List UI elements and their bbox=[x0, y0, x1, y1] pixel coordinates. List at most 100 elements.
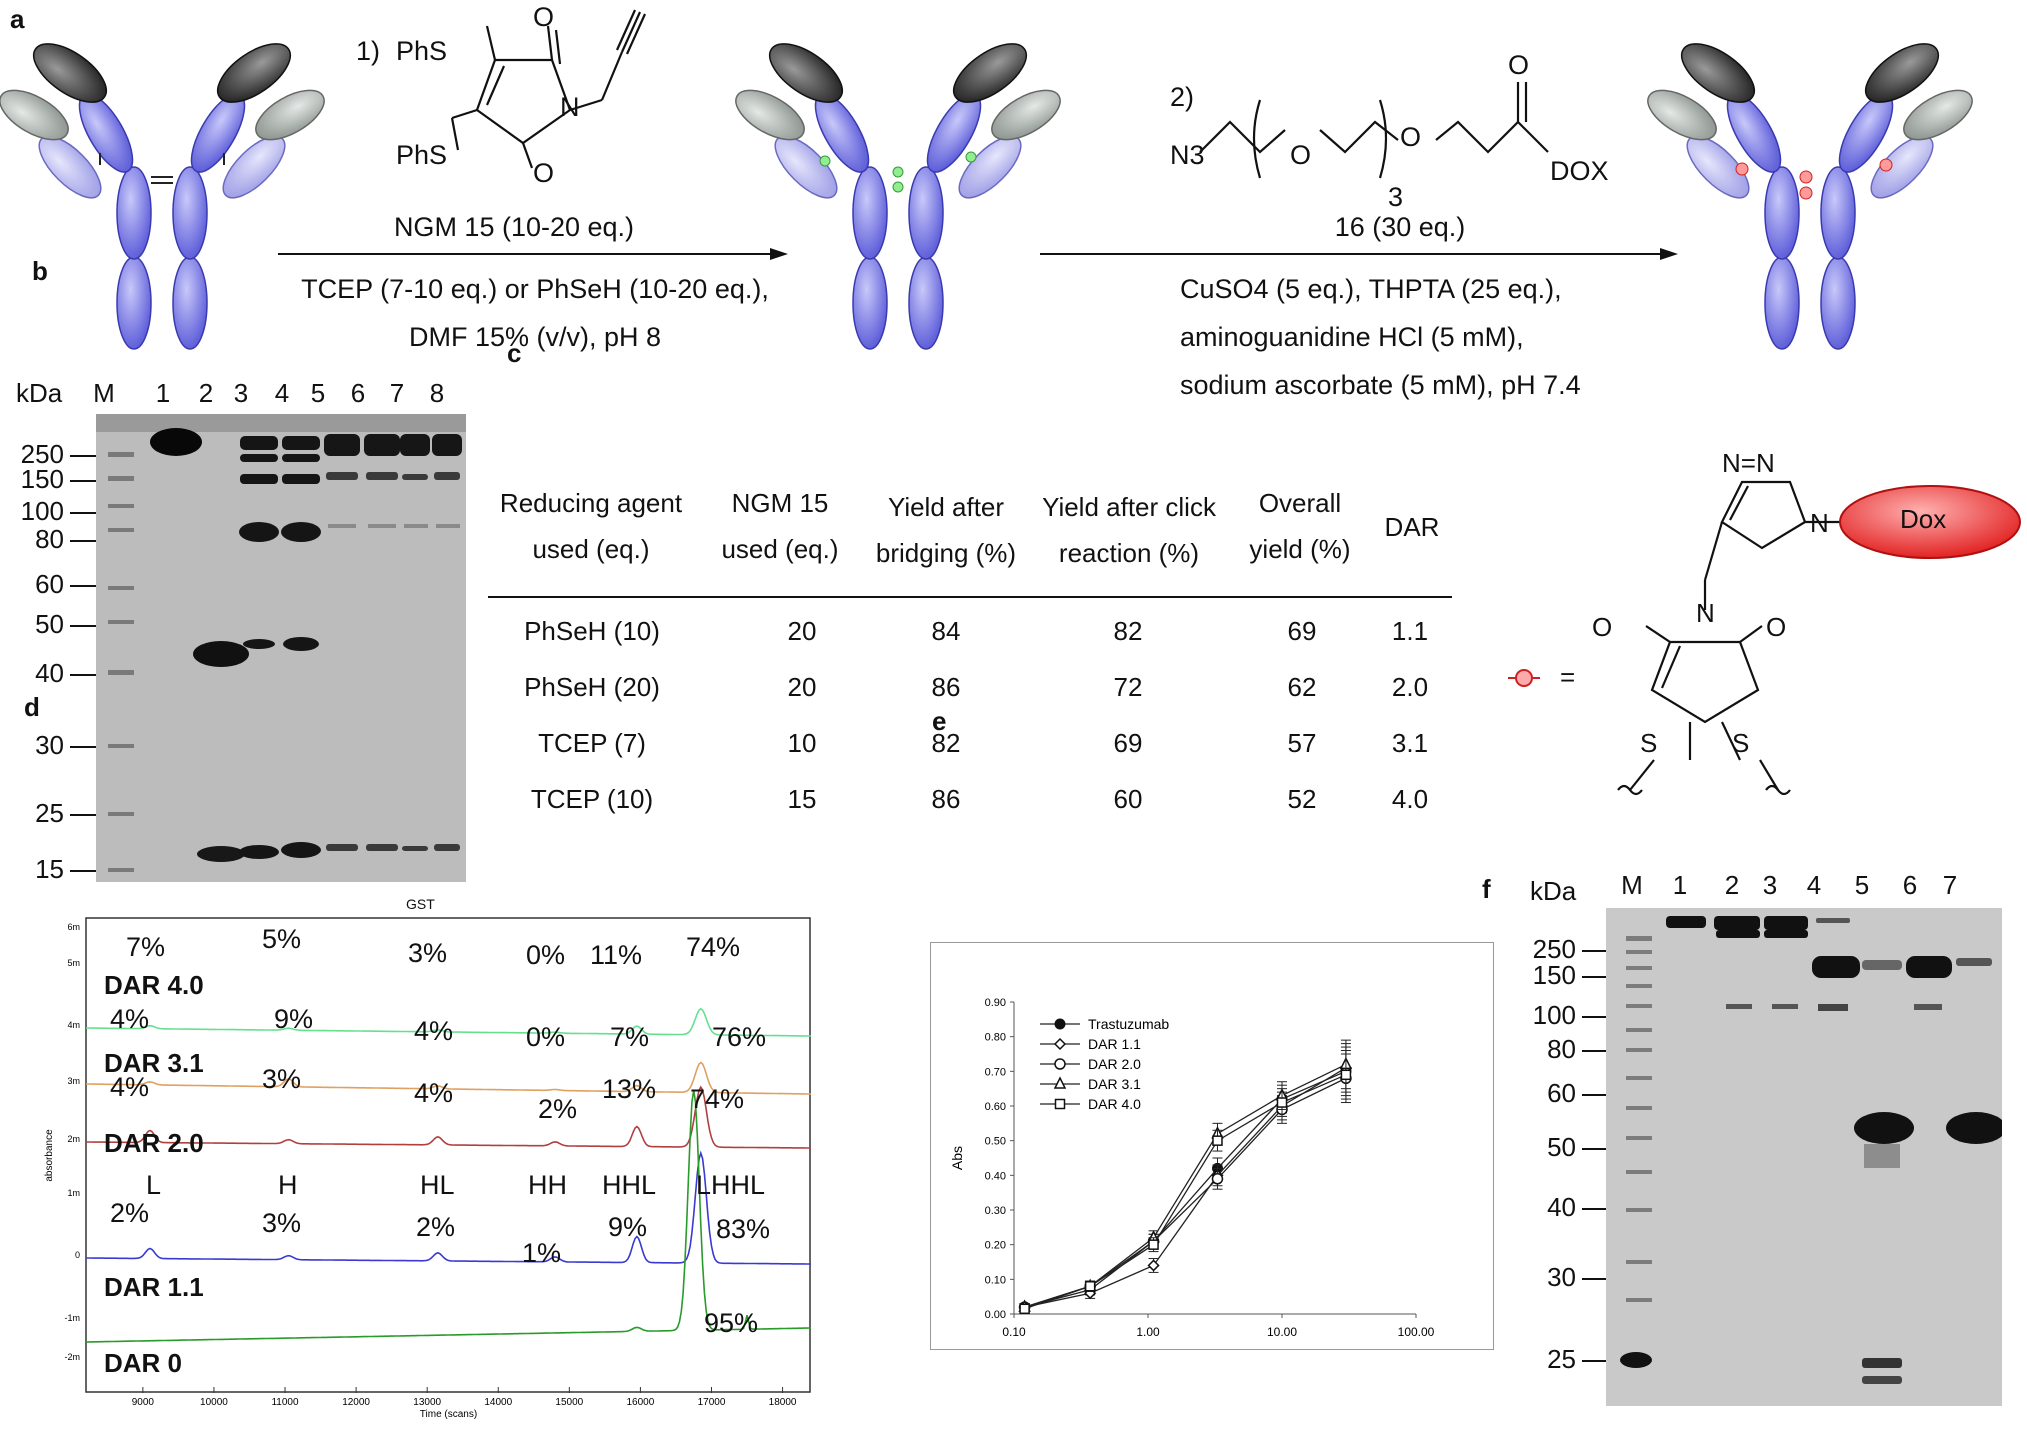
elisa-legend-marker bbox=[1053, 1037, 1067, 1051]
table-cell-r2-c1: 10 bbox=[787, 728, 817, 758]
table-cell-r1-c0: PhSeH (20) bbox=[524, 672, 660, 702]
gel-b-marker-tick bbox=[70, 674, 96, 676]
gel-f-marker-tick bbox=[1582, 1050, 1606, 1052]
hic-percent-label: 7% bbox=[610, 1022, 650, 1052]
table-cell-r3-c2: 86 bbox=[931, 784, 961, 814]
gel-b-image bbox=[96, 414, 466, 882]
gel-b-unit: kDa bbox=[16, 378, 63, 408]
elisa-x-tick-label: 1.00 bbox=[1136, 1325, 1160, 1339]
ngm-carbonyl-o-top: O bbox=[533, 2, 555, 32]
table-cell-r0-c1: 20 bbox=[787, 616, 817, 646]
azide-label: N3 bbox=[1170, 140, 1205, 170]
table-cell-r3-c4: 52 bbox=[1287, 784, 1317, 814]
hic-y-tick-label: 1m bbox=[67, 1188, 80, 1198]
gel-b-lane-M: M bbox=[93, 378, 115, 408]
elisa-x-tick-label: 10.00 bbox=[1267, 1325, 1297, 1339]
gel-f-marker-tick bbox=[1582, 1148, 1606, 1150]
sulfur-left: S bbox=[1640, 728, 1658, 758]
hic-percent-label: 3% bbox=[262, 1208, 302, 1238]
table-header-yield-click: Yield after click reaction (%) bbox=[1042, 492, 1216, 568]
gel-f-lane-1: 1 bbox=[1672, 870, 1688, 900]
gel-b-marker-60: 60 bbox=[35, 569, 64, 599]
gel-b-lane-8: 8 bbox=[429, 378, 445, 408]
elisa-y-tick-label: 0.20 bbox=[985, 1240, 1006, 1252]
gel-b-marker-15: 15 bbox=[35, 854, 64, 884]
elisa-point bbox=[1212, 1135, 1223, 1146]
hic-y-tick-label: 3m bbox=[67, 1076, 80, 1086]
step2-conditions-line2: aminoguanidine HCl (5 mM), bbox=[1180, 322, 1524, 352]
elisa-legend-marker bbox=[1054, 1058, 1066, 1070]
table-cell-r1-c2: 86 bbox=[931, 672, 961, 702]
elisa-line-trastuzumab bbox=[1024, 1070, 1347, 1308]
gel-f-marker-250: 250 bbox=[1532, 934, 1576, 964]
hic-y-tick-label: 6m bbox=[67, 922, 80, 932]
hic-percent-label: 1% bbox=[522, 1238, 562, 1268]
gel-f-lane-4: 4 bbox=[1806, 870, 1822, 900]
ngm-15-reagent-line: NGM 15 (10-20 eq.) bbox=[393, 212, 635, 242]
gel-b-marker-tick bbox=[70, 814, 96, 816]
table-cell-r0-c2: 84 bbox=[931, 616, 961, 646]
gel-b-marker-40: 40 bbox=[35, 658, 64, 688]
hic-x-tick-label: 17000 bbox=[698, 1397, 726, 1408]
table-cell-r3-c5: 4.0 bbox=[1391, 784, 1429, 814]
hic-percent-label: 3% bbox=[408, 938, 448, 968]
hic-x-tick-label: 10000 bbox=[200, 1397, 228, 1408]
ngm-15-structure bbox=[451, 9, 647, 169]
hic-x-tick-label: 14000 bbox=[484, 1397, 512, 1408]
gel-f-unit: kDa bbox=[1530, 876, 1577, 906]
gel-b-marker-tick bbox=[70, 746, 96, 748]
hic-x-axis-label: Time (scans) bbox=[420, 1409, 477, 1420]
hic-percent-label: 9% bbox=[608, 1212, 648, 1242]
table-header-reducing-agent: Reducing agent used (eq.) bbox=[499, 488, 683, 564]
gel-b-lane-3: 3 bbox=[233, 378, 249, 408]
hic-peak-label: HH bbox=[528, 1170, 567, 1200]
hic-y-axis-label: absorbance bbox=[44, 1129, 55, 1182]
elisa-y-tick-label: 0.00 bbox=[985, 1309, 1006, 1321]
gel-b-marker-tick bbox=[70, 540, 96, 542]
table-cell-r2-c5: 3.1 bbox=[1391, 728, 1429, 758]
elisa-y-tick-label: 0.10 bbox=[985, 1274, 1006, 1286]
gel-b-marker-100: 100 bbox=[20, 496, 64, 526]
hic-percent-label: 83% bbox=[716, 1214, 771, 1244]
reagent-16-line: 16 (30 eq.) bbox=[1334, 212, 1466, 242]
sulfur-right: S bbox=[1732, 728, 1750, 758]
gel-f-marker-tick bbox=[1582, 1360, 1606, 1362]
panel-letter-a: a bbox=[10, 4, 25, 34]
gel-b-lane-1: 1 bbox=[155, 378, 171, 408]
hic-x-tick-label: 11000 bbox=[271, 1397, 299, 1408]
table-cell-r2-c3: 69 bbox=[1113, 728, 1143, 758]
hic-y-tick-label: 5m bbox=[67, 958, 80, 968]
hic-percent-label: 5% bbox=[262, 924, 302, 954]
maleimide-o-left: O bbox=[1592, 612, 1613, 642]
hic-dar-label: DAR 4.0 bbox=[104, 970, 204, 1000]
elisa-point bbox=[1211, 1173, 1224, 1185]
gel-f-lane-6: 6 bbox=[1902, 870, 1918, 900]
gel-b-marker-tick bbox=[70, 512, 96, 514]
gel-f-lane-7: 7 bbox=[1942, 870, 1958, 900]
table-cell-r2-c4: 57 bbox=[1287, 728, 1317, 758]
panel-letter-b: b bbox=[32, 256, 48, 286]
gel-f-marker-tick bbox=[1582, 1208, 1606, 1210]
gel-b-marker-80: 80 bbox=[35, 524, 64, 554]
elisa-line-dar-1-1 bbox=[1024, 1067, 1347, 1308]
hic-trace-dar-0 bbox=[86, 1090, 811, 1343]
peg-repeat-number: 3 bbox=[1388, 182, 1404, 212]
hic-peak-label: HL bbox=[420, 1170, 455, 1200]
elisa-legend-marker bbox=[1053, 1076, 1067, 1089]
panel-letter-f: f bbox=[1482, 874, 1491, 904]
gel-f-marker-tick bbox=[1582, 1278, 1606, 1280]
gel-b-marker-150: 150 bbox=[20, 464, 64, 494]
elisa-legend-marker bbox=[1054, 1018, 1066, 1030]
elisa-y-tick-label: 0.40 bbox=[985, 1170, 1006, 1182]
gel-b-marker-tick bbox=[70, 480, 96, 482]
hic-percent-label: 3% bbox=[262, 1064, 302, 1094]
antibody-bridged bbox=[727, 31, 1069, 350]
table-cell-r2-c0: TCEP (7) bbox=[538, 728, 646, 758]
hic-percent-label: 9% bbox=[274, 1004, 314, 1034]
elisa-x-tick-label: 100.00 bbox=[1398, 1325, 1435, 1339]
hic-trace-dar-4-0 bbox=[86, 1007, 811, 1037]
table-cell-r1-c5: 2.0 bbox=[1391, 672, 1429, 702]
hic-y-tick-label: 4m bbox=[67, 1020, 80, 1030]
gel-f-marker-tick bbox=[1582, 976, 1606, 978]
